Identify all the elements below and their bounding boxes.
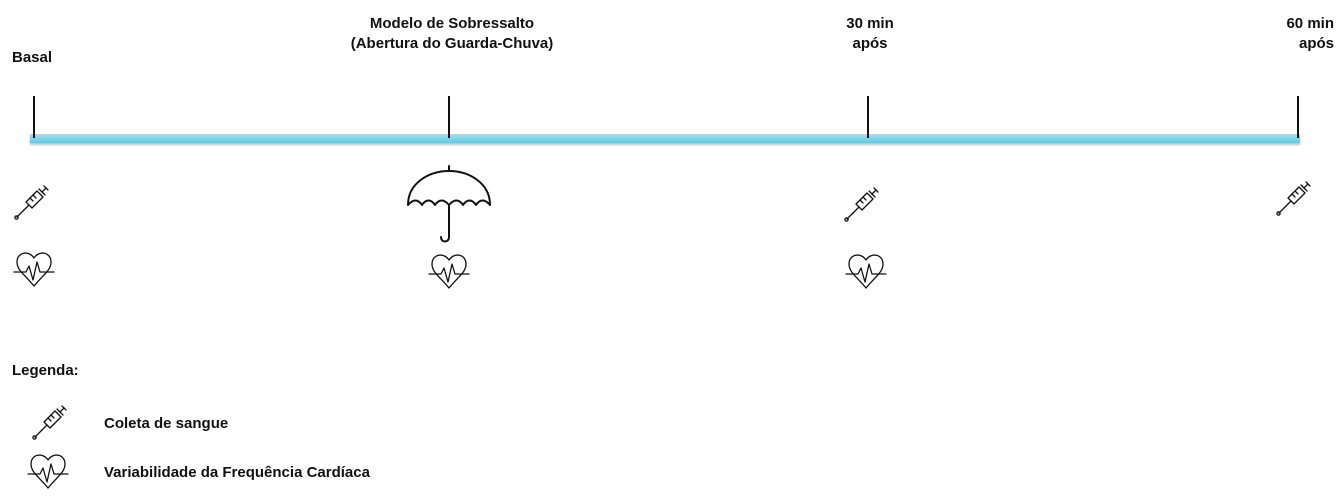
umbrella-icon	[404, 165, 494, 245]
timepoint-label-line1: 30 min	[846, 15, 894, 32]
timeline-tick-60min	[1297, 96, 1299, 138]
timeline-bar	[30, 134, 1300, 143]
timepoint-label-line1: 60 min	[1286, 15, 1334, 32]
syringe-icon	[842, 184, 882, 224]
timepoint-label-line2: (Abertura do Guarda-Chuva)	[350, 35, 554, 52]
timeline-tick-30min	[867, 96, 869, 138]
heart-rate-icon	[844, 252, 888, 292]
syringe-icon	[30, 402, 70, 442]
timepoint-label-startle: Modelo de Sobressalto (Abertura do Guard…	[313, 14, 591, 54]
timepoint-label-basal: Basal	[12, 48, 52, 68]
heart-rate-icon	[427, 252, 471, 292]
timeline-tick-startle	[448, 96, 450, 138]
heart-rate-icon	[12, 250, 56, 290]
legend-title: Legenda:	[12, 362, 79, 379]
timepoint-label-line2: após	[1298, 35, 1334, 52]
timepoint-label-60min: 60 min após	[1250, 14, 1334, 54]
legend-item-label: Coleta de sangue	[104, 415, 229, 432]
timepoint-label-line2: após	[852, 35, 888, 52]
timepoint-label-30min: 30 min após	[830, 14, 910, 54]
timepoint-label-line1: Basal	[12, 49, 53, 66]
timepoint-label-line1: Modelo de Sobressalto	[369, 15, 535, 32]
syringe-icon	[12, 182, 52, 222]
timeline-tick-basal	[33, 96, 35, 138]
heart-rate-icon	[26, 452, 70, 492]
syringe-icon	[1274, 178, 1314, 218]
legend-item-label: Variabilidade da Frequência Cardíaca	[104, 464, 370, 481]
